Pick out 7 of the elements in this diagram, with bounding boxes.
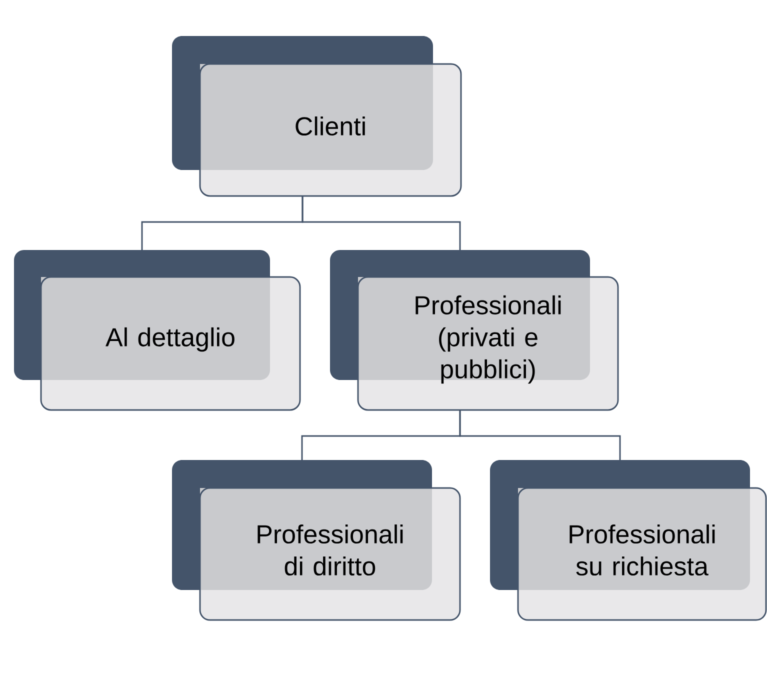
connector-line — [459, 410, 621, 460]
org-box: Professionali su richiesta — [490, 460, 767, 621]
org-box: Clienti — [172, 36, 462, 197]
org-box: Professionali di diritto — [172, 460, 461, 621]
org-box: Al dettaglio — [14, 250, 301, 411]
org-box: Professionali (privati e pubblici) — [330, 250, 619, 411]
connector-line — [302, 196, 461, 250]
